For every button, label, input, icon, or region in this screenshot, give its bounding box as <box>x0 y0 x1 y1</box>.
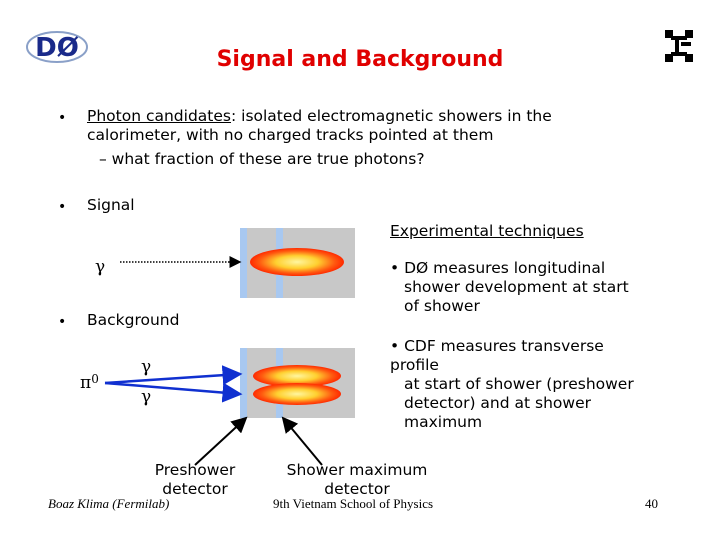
photon-bullet-line1: Photon candidates: isolated electromagne… <box>87 107 552 126</box>
background-label: Background <box>87 311 180 329</box>
pi-symbol: π <box>80 373 91 393</box>
shower-signal <box>250 248 344 276</box>
cdf-technique-line3: at start of shower (preshower <box>404 375 634 393</box>
footer-event: 9th Vietnam School of Physics <box>273 496 434 511</box>
pi0-label: π0 <box>80 372 99 393</box>
gamma-label-decay-1: γ <box>141 357 151 377</box>
d0-technique-line2: shower development at start <box>404 278 629 296</box>
preshower-pointer-arrow <box>194 416 248 466</box>
d0-technique-line1: • DØ measures longitudinal <box>390 259 606 277</box>
preshower-strip <box>240 348 247 418</box>
cdf-technique-line5: maximum <box>404 413 483 431</box>
decay-photon-arrow-1 <box>104 365 243 386</box>
preshower-label-line1: Preshower <box>154 461 236 479</box>
techniques-heading: Experimental techniques <box>390 222 584 240</box>
cdf-technique-line4: detector) and at shower <box>404 394 591 412</box>
gamma-label-decay-2: γ <box>141 387 151 407</box>
shower-background-2 <box>253 383 341 405</box>
showermax-pointer-arrow <box>281 416 323 466</box>
detector-box-signal <box>240 228 355 298</box>
showermax-label-line1: Shower maximum <box>286 461 428 479</box>
shower-background-1 <box>253 365 341 387</box>
page-number: 40 <box>645 496 658 511</box>
signal-label: Signal <box>87 196 135 214</box>
preshower-strip <box>240 228 247 298</box>
cdf-technique-line1: • CDF measures transverse <box>390 337 604 355</box>
photon-bullet-line2: calorimeter, with no charged tracks poin… <box>87 126 494 144</box>
cdf-technique-line2: profile <box>390 356 439 374</box>
fermilab-logo <box>661 26 697 66</box>
bullet-marker: • <box>58 314 67 330</box>
photon-bullet-rest: : isolated electromagnetic showers in th… <box>230 107 552 125</box>
showermax-label-line2: detector <box>324 480 390 498</box>
d0-logo: DØ <box>24 28 90 66</box>
photon-sub-bullet: – what fraction of these are true photon… <box>99 150 425 168</box>
photon-candidates-term: Photon candidates <box>87 107 231 125</box>
footer-author: Boaz Klima (Fermilab) <box>48 496 170 511</box>
preshower-label-line2: detector <box>162 480 228 498</box>
bullet-marker: • <box>58 199 67 215</box>
d0-technique-line3: of shower <box>404 297 480 315</box>
detector-box-background <box>240 348 355 418</box>
decay-photon-arrow-2 <box>104 381 243 403</box>
page-title: Signal and Background <box>216 47 504 72</box>
pi0-superscript: 0 <box>91 372 99 386</box>
bullet-marker: • <box>58 110 67 126</box>
gamma-label-signal: γ <box>95 257 105 277</box>
svg-text:DØ: DØ <box>35 33 79 63</box>
